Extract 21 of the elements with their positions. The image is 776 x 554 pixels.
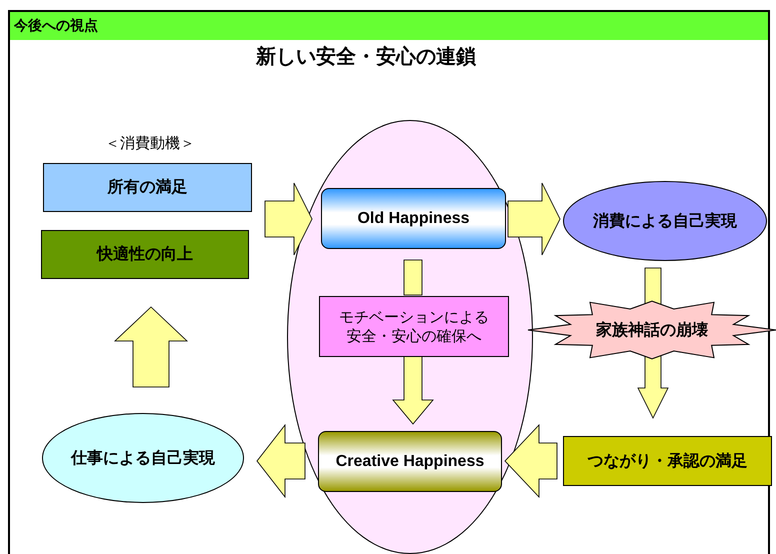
process-box: Old Happiness (321, 188, 506, 249)
block-arrow (404, 260, 422, 296)
explosion-shape: 家族神話の崩壊 (528, 298, 776, 362)
block-arrow (392, 356, 434, 425)
process-box: Creative Happiness (318, 431, 502, 492)
process-box: つながり・承認の満足 (563, 436, 772, 486)
process-box: モチベーションによる安全・安心の確保へ (319, 296, 509, 357)
ellipse-node: 仕事による自己実現 (42, 413, 244, 503)
block-arrow (637, 354, 669, 419)
header-band: 今後への視点 (10, 12, 768, 40)
section-label: ＜消費動機＞ (104, 134, 196, 153)
process-box: 所有の満足 (43, 163, 252, 212)
block-arrow (508, 182, 560, 256)
block-arrow (256, 424, 306, 498)
block-arrow (504, 424, 558, 498)
block-arrow (644, 268, 662, 306)
ellipse-node: 消費による自己実現 (563, 181, 767, 261)
process-box: 快適性の向上 (41, 230, 249, 279)
block-arrow (114, 306, 188, 388)
block-arrow (264, 182, 312, 256)
title: 新しい安全・安心の連鎖 (254, 44, 477, 70)
